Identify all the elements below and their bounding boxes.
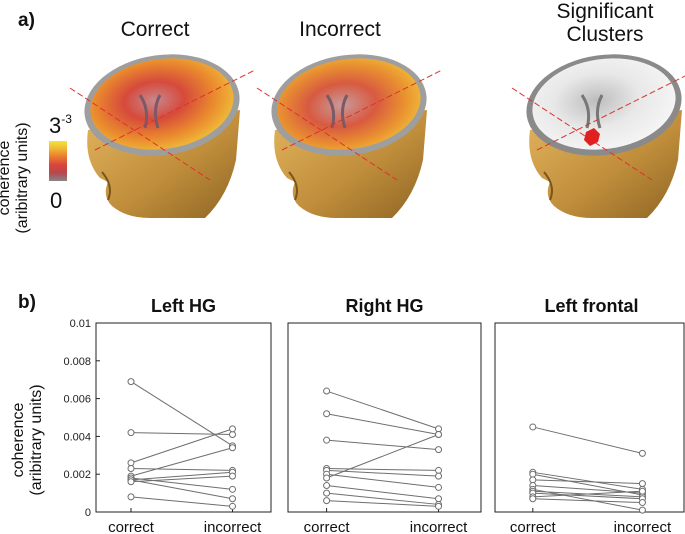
head-title-line2: Clusters [566, 23, 644, 46]
y-tick-label: 0.008 [63, 356, 91, 368]
subject-line [326, 473, 439, 488]
data-point-correct [323, 497, 331, 505]
subject-line [130, 447, 233, 477]
data-point-incorrect [435, 431, 443, 439]
subject-line [130, 479, 233, 500]
chart-title-left-frontal: Left frontal [544, 296, 639, 316]
data-point-correct [529, 470, 537, 478]
significant-cluster-marker [584, 128, 600, 146]
colorbar-max-label: 3-3 [49, 112, 72, 138]
data-point-incorrect [435, 446, 443, 454]
data-point-incorrect [638, 449, 646, 457]
colorbar-min-label: 0 [50, 188, 63, 213]
subject-line [532, 492, 643, 500]
data-point-incorrect [638, 487, 646, 495]
subject-line [532, 488, 643, 511]
subject-line [532, 490, 643, 498]
data-point-incorrect [229, 431, 236, 439]
head-title-correct: Correct [120, 18, 190, 41]
x-tick-label-correct: correct [108, 519, 155, 534]
subject-line [130, 471, 233, 481]
head-title-line1: Significant [556, 0, 654, 23]
subject-line [532, 426, 643, 454]
data-point-incorrect [435, 483, 443, 491]
data-point-correct [323, 482, 331, 490]
subject-line [532, 471, 643, 490]
data-point-incorrect [229, 502, 236, 510]
data-point-correct [127, 459, 135, 467]
head-correct [69, 54, 256, 218]
data-point-correct [127, 429, 135, 437]
data-point-correct [529, 495, 537, 503]
data-point-incorrect [638, 480, 646, 488]
x-tick-label-correct: correct [510, 519, 557, 534]
data-point-incorrect [229, 444, 236, 452]
colorbar [49, 141, 67, 181]
subject-line [326, 485, 439, 500]
subject-line [130, 477, 233, 490]
x-tick-label-correct: correct [304, 519, 351, 534]
data-point-correct [323, 474, 331, 482]
chart-title-left-hg: Left HG [151, 296, 216, 316]
data-point-correct [127, 478, 135, 486]
data-point-incorrect [435, 425, 443, 433]
subject-line [130, 428, 233, 464]
head-title-incorrect: Incorrect [299, 18, 381, 41]
data-point-incorrect [435, 502, 443, 510]
data-point-correct [323, 410, 331, 418]
chart-frame-0 [95, 322, 272, 513]
data-point-incorrect [229, 472, 236, 480]
data-point-correct [323, 489, 331, 497]
x-tick-label-incorrect: incorrect [204, 519, 262, 534]
subject-line [532, 479, 643, 485]
subject-line [130, 468, 233, 471]
subject-line [326, 468, 439, 471]
data-point-correct [529, 423, 537, 431]
chart-title-right-hg: Right HG [345, 296, 424, 316]
subject-line [130, 381, 233, 447]
panel-b-label: b) [18, 292, 36, 313]
data-point-incorrect [435, 495, 443, 503]
subject-line [130, 496, 233, 507]
y-tick-label: 0 [85, 507, 91, 519]
subject-line [130, 475, 233, 483]
y-tick-label: 0.002 [63, 469, 91, 481]
head-title-significant: Significant Clusters [535, 0, 675, 46]
x-tick-label-incorrect: incorrect [614, 519, 672, 534]
chart-frame-2 [494, 322, 685, 513]
subject-line [326, 434, 439, 479]
data-point-correct [529, 476, 537, 484]
subject-line [326, 390, 439, 430]
chart-frame-1 [287, 322, 482, 513]
panel-a-label: a) [18, 10, 35, 31]
subject-line [326, 469, 439, 477]
head-significant-clusters [511, 54, 685, 218]
colorbar-exponent: -3 [61, 112, 72, 126]
data-point-incorrect [435, 466, 443, 474]
data-point-incorrect [638, 499, 646, 507]
subject-line [326, 439, 439, 451]
data-point-correct [127, 378, 135, 386]
y-tick-label: 0.006 [63, 394, 91, 406]
data-point-incorrect [229, 495, 236, 503]
y-tick-label: 0.004 [63, 431, 91, 443]
subject-line [532, 498, 643, 504]
data-point-incorrect [435, 472, 443, 480]
data-point-correct [323, 436, 331, 444]
subject-line [326, 492, 439, 505]
data-point-correct [127, 465, 135, 473]
data-point-incorrect [229, 485, 236, 493]
y-tick-label: 0.01 [70, 318, 91, 330]
data-point-incorrect [638, 506, 646, 514]
subject-line [326, 500, 439, 507]
x-tick-label-incorrect: incorrect [410, 519, 468, 534]
data-point-correct [127, 493, 135, 501]
data-point-correct [323, 387, 331, 395]
subject-line [326, 413, 439, 436]
data-point-incorrect [229, 425, 236, 433]
head-incorrect [256, 54, 443, 218]
